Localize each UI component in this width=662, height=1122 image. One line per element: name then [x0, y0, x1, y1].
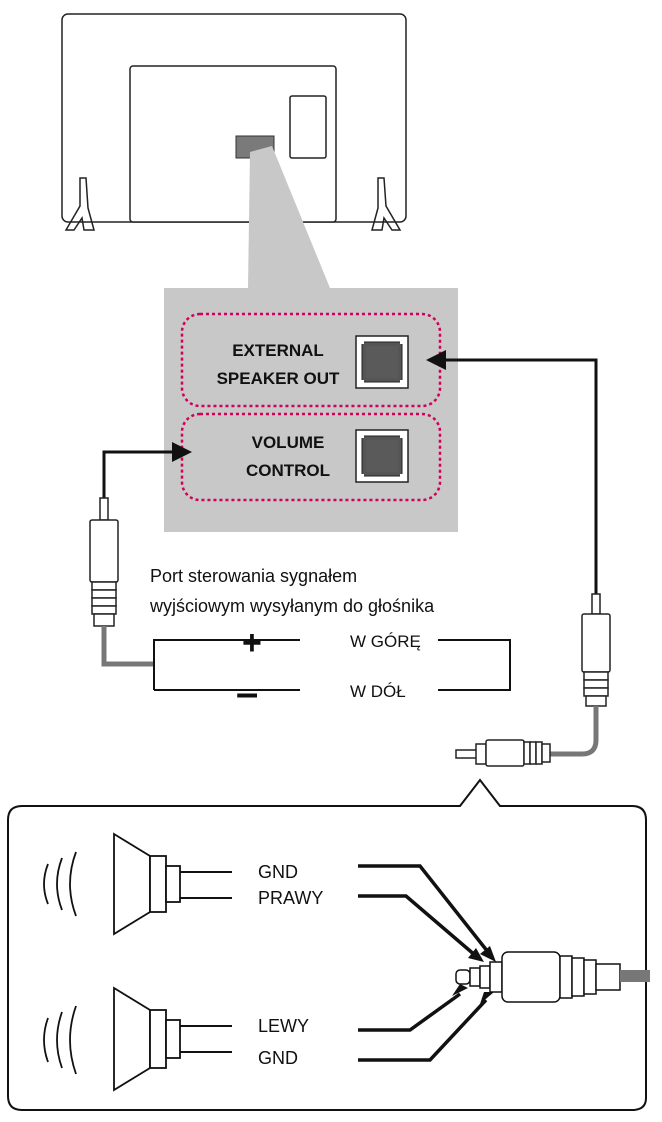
wire-label-left-gnd: GND [258, 1048, 298, 1068]
volume-control-label-line2: CONTROL [246, 461, 330, 480]
external-speaker-out-jack-icon [355, 335, 409, 389]
speaker-right-icon [43, 832, 181, 936]
wire-label-right-gnd: GND [258, 862, 298, 882]
volume-control-cable [102, 450, 176, 500]
speaker-out-arrow-icon [426, 350, 446, 370]
speaker-out-cable-gray [548, 706, 599, 757]
detail-plug-cable [620, 970, 650, 982]
signal-down-symbol: – [236, 671, 258, 715]
external-speaker-out-label-line2: SPEAKER OUT [217, 369, 340, 388]
signal-arrowheads [452, 946, 496, 1004]
tv-stand-right [371, 177, 402, 231]
port-description-line1: Port sterowania sygnałem [150, 566, 357, 586]
speaker-out-plug [581, 593, 611, 707]
wiring-detail-box [7, 778, 647, 1111]
port-description-line2: wyjściowym wysyłanym do głośnika [149, 596, 435, 616]
speaker-out-cable [440, 358, 598, 598]
speaker-leads [180, 871, 232, 1053]
signal-up-label: W GÓRĘ [350, 632, 421, 651]
volume-control-arrow-icon [172, 442, 192, 462]
volume-control-highlight [180, 412, 442, 502]
wire-label-left: LEWY [258, 1016, 309, 1036]
volume-control-cable-gray [101, 626, 154, 667]
speaker-left-icon [43, 986, 181, 1092]
signal-wires [358, 864, 490, 1062]
horizontal-plug [455, 739, 551, 767]
volume-control-plug [89, 497, 119, 627]
external-speaker-out-label-line1: EXTERNAL [232, 341, 324, 360]
signal-bracket [153, 639, 511, 691]
signal-up-symbol: + [242, 624, 262, 662]
detail-plug-icon [455, 951, 621, 1003]
volume-control-label-line1: VOLUME [252, 433, 325, 452]
port-zoom-panel: EXTERNAL SPEAKER OUT VOLUME CONTROL [164, 146, 458, 532]
tv-stand-left [64, 177, 95, 231]
wire-label-right: PRAWY [258, 888, 323, 908]
tv-back [61, 13, 407, 231]
signal-down-label: W DÓŁ [350, 682, 406, 701]
volume-control-jack-icon [355, 429, 409, 483]
